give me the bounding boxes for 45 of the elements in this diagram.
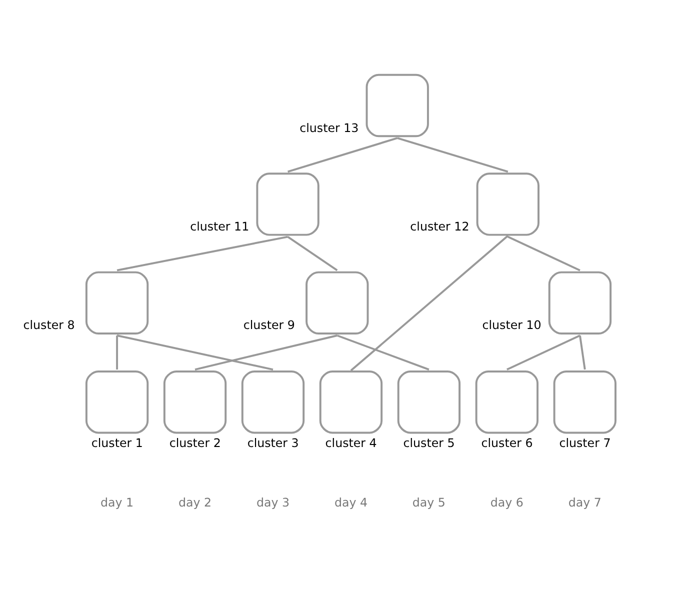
connector bbox=[506, 334, 580, 370]
connector bbox=[287, 236, 338, 272]
node-box bbox=[475, 370, 538, 434]
node-label: cluster 12 bbox=[410, 219, 470, 234]
node-label: cluster 9 bbox=[243, 318, 295, 332]
label: day 3 bbox=[256, 495, 290, 510]
node-box bbox=[85, 271, 149, 334]
node-label: cluster 10 bbox=[482, 318, 542, 332]
connector bbox=[397, 137, 508, 173]
node-box bbox=[476, 172, 540, 236]
node-label: cluster 4 bbox=[325, 436, 377, 450]
connector bbox=[578, 335, 586, 370]
node-label: cluster 2 bbox=[169, 436, 221, 450]
node-label: cluster 1 bbox=[91, 436, 143, 450]
node-label: cluster 6 bbox=[481, 436, 533, 450]
node-label: cluster 11 bbox=[190, 219, 250, 234]
connector bbox=[288, 137, 398, 173]
node-box bbox=[256, 172, 320, 236]
node-box bbox=[163, 370, 227, 434]
label: day 4 bbox=[334, 495, 368, 510]
connector bbox=[116, 236, 288, 272]
node-label: cluster 3 bbox=[247, 436, 299, 450]
node-box bbox=[366, 74, 429, 138]
node-box bbox=[85, 370, 149, 434]
node-box bbox=[306, 271, 369, 334]
connector bbox=[116, 336, 118, 370]
node-label: cluster 8 bbox=[23, 318, 75, 332]
node-label: cluster 5 bbox=[403, 436, 455, 450]
node-box bbox=[397, 370, 461, 434]
node-box bbox=[319, 370, 383, 434]
node-box bbox=[241, 370, 305, 434]
label: day 2 bbox=[178, 495, 212, 510]
node-label: cluster 7 bbox=[559, 436, 611, 450]
node-box bbox=[553, 370, 616, 434]
connector bbox=[194, 334, 338, 370]
connector bbox=[350, 235, 509, 372]
connector bbox=[507, 236, 580, 272]
label: day 7 bbox=[568, 495, 602, 510]
node-box bbox=[548, 271, 612, 334]
connector bbox=[116, 334, 274, 370]
node-label: cluster 13 bbox=[300, 120, 359, 135]
label: day 1 bbox=[100, 495, 134, 510]
label: day 5 bbox=[412, 495, 446, 510]
connector bbox=[336, 334, 430, 370]
label: day 6 bbox=[490, 495, 524, 510]
